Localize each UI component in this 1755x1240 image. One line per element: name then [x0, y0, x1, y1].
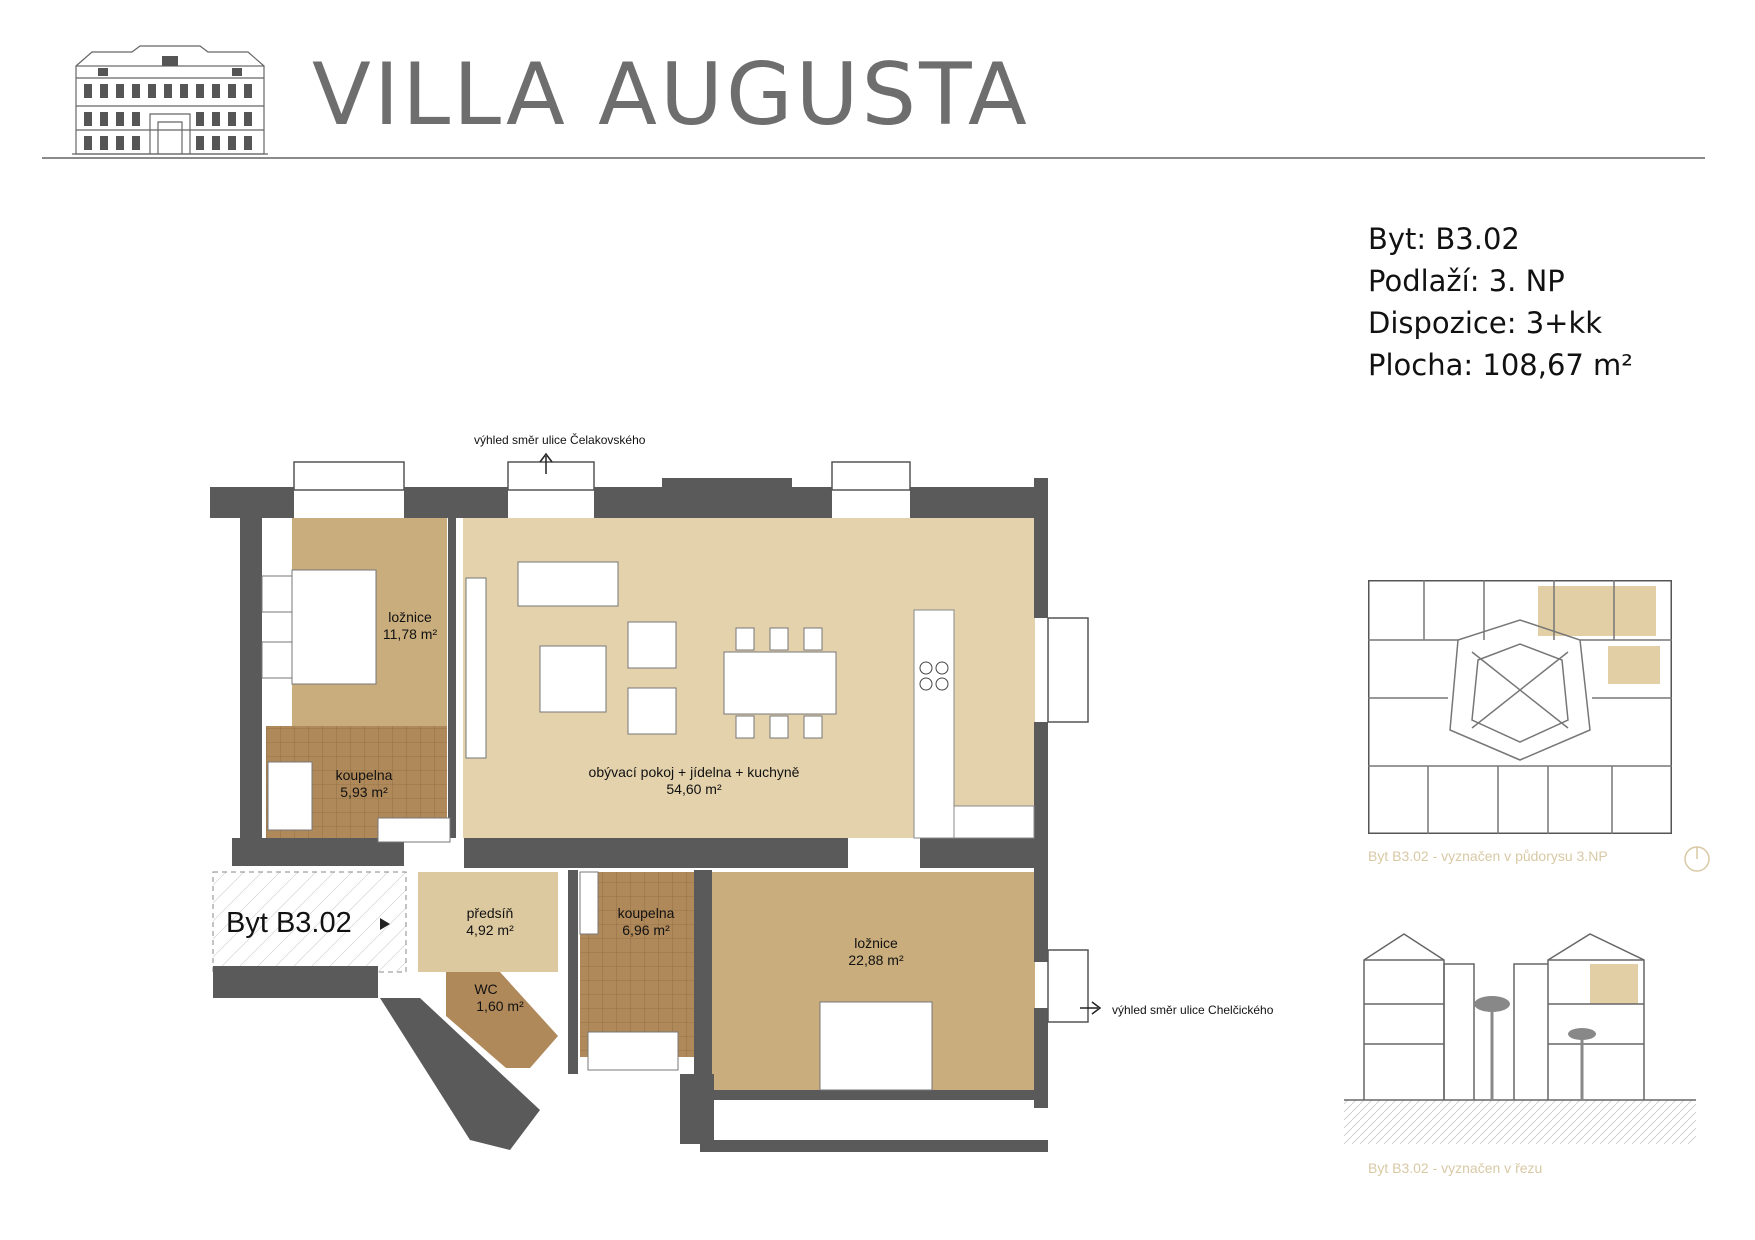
- bathroom-2-floor: [580, 872, 712, 1057]
- view-label-east: výhled směr ulice Chelčického: [1112, 1003, 1274, 1017]
- room-area: 4,92 m²: [466, 922, 514, 938]
- hob-icon: [919, 661, 949, 691]
- room-name: koupelna: [336, 767, 393, 783]
- room-name: koupelna: [618, 905, 675, 921]
- windows: [293, 461, 1089, 1023]
- room-area: 6,96 m²: [622, 922, 670, 938]
- room-area: 1,60 m²: [476, 998, 524, 1014]
- room-area: 22,88 m²: [848, 952, 904, 968]
- unit-id: Byt: B3.02: [1368, 222, 1520, 256]
- kitchen-unit: [953, 805, 1035, 839]
- walls: [210, 478, 1048, 1152]
- unit-info-panel: Byt: B3.02 Podlaží: 3. NP Dispozice: 3+k…: [1368, 218, 1633, 386]
- unit-layout: Dispozice: 3+kk: [1368, 306, 1603, 340]
- key-section: [1344, 933, 1696, 1144]
- furniture: [261, 561, 933, 1091]
- unit-area: Plocha: 108,67 m²: [1368, 348, 1633, 382]
- room-area: 11,78 m²: [383, 626, 438, 642]
- room-area: 54,60 m²: [666, 781, 722, 797]
- room-name: ložnice: [388, 609, 432, 625]
- key-section-caption: Byt B3.02 - vyznačen v řezu: [1368, 1160, 1543, 1176]
- corridor: [212, 871, 407, 973]
- unit-tag: Byt B3.02: [226, 907, 352, 939]
- wc-floor: [446, 972, 558, 1068]
- unit-floor: Podlaží: 3. NP: [1368, 264, 1565, 298]
- view-label-north: výhled směr ulice Čelakovského: [474, 432, 646, 447]
- room-name: předsíň: [467, 905, 514, 921]
- room-name: obývací pokoj + jídelna + kuchyně: [589, 764, 800, 780]
- room-area: 5,93 m²: [340, 784, 388, 800]
- header-divider: [42, 157, 1705, 159]
- key-floor-plan: [1368, 580, 1672, 834]
- hall-floor: [418, 872, 558, 972]
- view-arrows: [539, 452, 1102, 1015]
- villa-facade-icon: [72, 45, 268, 155]
- key-floor-caption: Byt B3.02 - vyznačen v půdorysu 3.NP: [1368, 848, 1608, 864]
- entrance-arrow-icon: [380, 918, 390, 930]
- room-name: WC: [474, 981, 497, 997]
- room-name: ložnice: [854, 935, 898, 951]
- brand-title: VILLA AUGUSTA: [312, 45, 1030, 145]
- kitchen-counter: [913, 609, 955, 839]
- north-compass-icon: [1684, 846, 1710, 872]
